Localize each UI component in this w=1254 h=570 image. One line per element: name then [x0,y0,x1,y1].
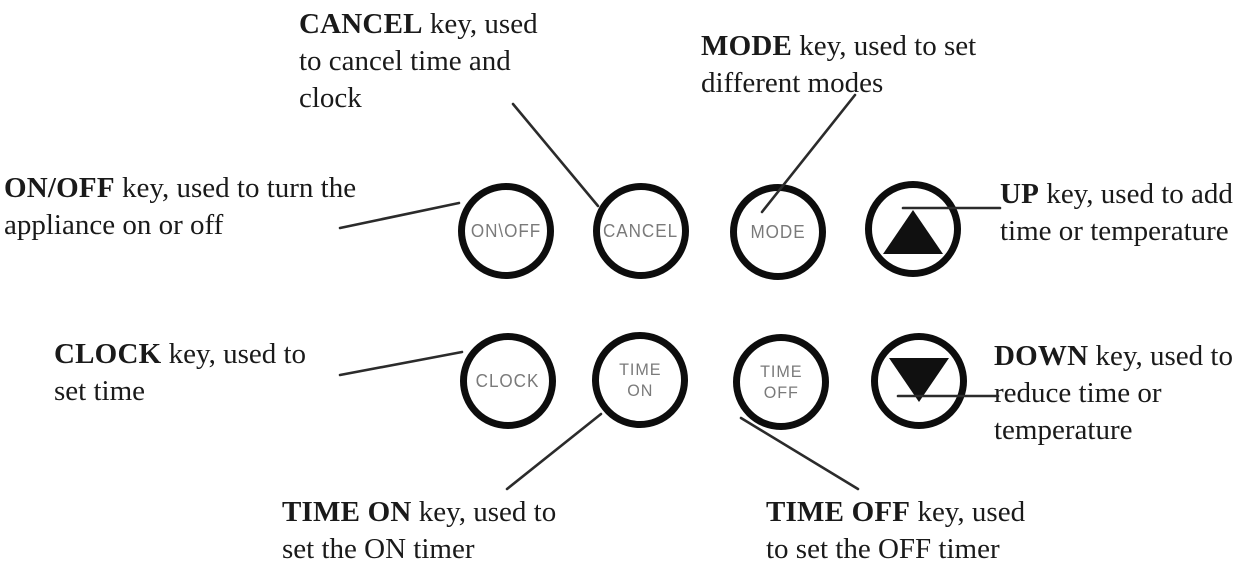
leader-line-clock [338,350,464,377]
mode-key-button[interactable]: MODE [730,184,826,280]
up-key-button[interactable] [865,181,961,277]
callout-line: to cancel time and [299,45,511,77]
callout-line: reduce time or [994,377,1162,409]
onoff-key-button[interactable]: ON\OFF [458,183,554,279]
leader-line-onoff [338,201,461,230]
key-name-timeon: TIME ON [282,496,412,528]
clock-key-label: CLOCK [476,371,540,391]
callout-onoff-key: ON/OFF key, used to turn the appliance o… [4,170,356,244]
callout-text: key, used to turn the [114,172,357,204]
key-name-onoff: ON/OFF [4,172,115,204]
key-name-mode: MODE [701,30,793,62]
clock-key-button[interactable]: CLOCK [460,333,556,429]
key-name-down: DOWN [994,340,1089,372]
time-on-label-line2: ON [626,381,654,400]
time-on-key-button[interactable]: TIME ON [592,332,688,428]
time-on-label-line1: TIME [618,360,662,379]
key-name-up: UP [1000,178,1040,210]
callout-line: TIME ON key, used to [282,494,556,531]
time-off-key-button[interactable]: TIME OFF [733,334,829,430]
time-off-key-label: TIME OFF [760,361,802,403]
callout-line: appliance on or off [4,209,224,241]
cancel-key-label: CANCEL [603,221,679,241]
callout-text: key, used to set [792,30,977,62]
callout-line: TIME OFF key, used [766,494,1025,531]
callout-text: key, used to [411,496,557,528]
callout-line: MODE key, used to set [701,28,976,65]
callout-line: different modes [701,67,884,99]
cancel-key-button[interactable]: CANCEL [593,183,689,279]
up-triangle-icon [883,210,943,254]
mode-key-label: MODE [750,222,806,242]
callout-line: CLOCK key, used to [54,336,306,373]
callout-cancel-key: CANCEL key, used to cancel time and cloc… [299,6,538,117]
callout-line: set time [54,375,146,407]
callout-line: UP key, used to add [1000,176,1233,213]
callout-text: key, used to [1088,340,1233,372]
time-off-label-line2: OFF [763,383,799,402]
callout-text: key, used [422,8,538,40]
callout-text: key, used [910,496,1026,528]
callout-line: temperature [994,414,1133,446]
down-key-button[interactable] [871,333,967,429]
key-name-cancel: CANCEL [299,8,423,40]
callout-line: DOWN key, used to [994,338,1233,375]
callout-line: time or temperature [1000,215,1229,247]
callout-clock-key: CLOCK key, used to set time [54,336,306,410]
callout-line: ON/OFF key, used to turn the [4,170,356,207]
callout-line: CANCEL key, used [299,6,538,43]
time-on-key-label: TIME ON [619,359,661,401]
key-name-clock: CLOCK [54,338,162,370]
callout-line: clock [299,82,362,114]
callout-text: key, used to [161,338,307,370]
callout-line: to set the OFF timer [766,533,1000,565]
key-name-timeoff: TIME OFF [766,496,911,528]
callout-timeoff-key: TIME OFF key, used to set the OFF timer [766,494,1025,568]
callout-line: set the ON timer [282,533,475,565]
onoff-key-label: ON\OFF [470,221,542,241]
callout-up-key: UP key, used to add time or temperature [1000,176,1233,250]
callout-timeon-key: TIME ON key, used to set the ON timer [282,494,556,568]
callout-mode-key: MODE key, used to set different modes [701,28,976,102]
callout-text: key, used to add [1039,178,1233,210]
time-off-label-line1: TIME [759,362,803,381]
callout-down-key: DOWN key, used to reduce time or tempera… [994,338,1233,449]
leader-line-timeoff [739,416,860,491]
down-triangle-icon [889,358,949,402]
